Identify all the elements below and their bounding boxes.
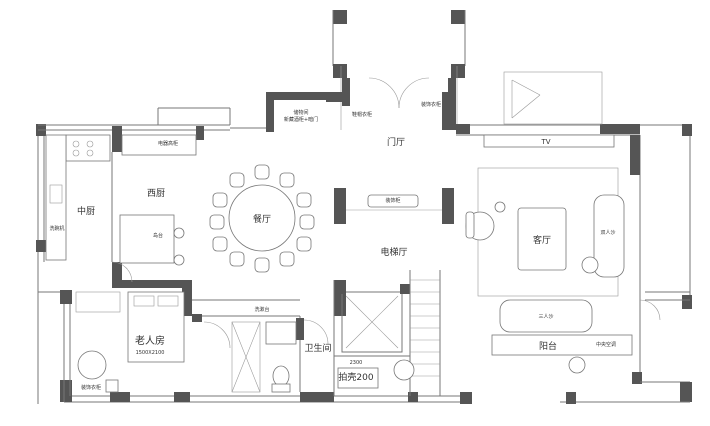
note-wash-cabinet: 洗碗机 (49, 225, 64, 232)
note-balcony-ac: 中央空调 (596, 341, 616, 348)
room-label-entrance: 门厅 (387, 136, 405, 148)
note-elevator-size: 2300 (350, 360, 363, 366)
note-washstand: 洗漱台 (254, 306, 269, 313)
note-wardrobe: 装饰衣柜 (81, 384, 101, 391)
note-elevator-label: 拍壳200 (338, 371, 373, 383)
note-shoe-cabinet-right: 装饰衣柜 (421, 101, 441, 108)
room-label-chinese-kitchen: 中厨 (77, 205, 95, 217)
note-triple-sofa: 三人沙 (538, 314, 553, 320)
room-label-elevator-hall: 电梯厅 (380, 246, 407, 258)
furniture (45, 71, 661, 393)
room-label-balcony: 阳台 (539, 340, 557, 352)
note-shoe-cabinet-left: 鞋帽衣柜 (352, 111, 372, 118)
walls (36, 10, 692, 404)
note-storage-room: 储物间 (293, 109, 308, 116)
note-double-sofa: 双人沙 (600, 230, 615, 236)
note-fridge-cabinet: 电器高柜 (158, 140, 178, 147)
note-decor-cabinet: 装饰柜 (385, 197, 400, 204)
room-label-living: 客厅 (533, 234, 551, 246)
room-labels: 门厅 西厨 中厨 餐厅 电梯厅 客厅 老人房 卫生间 阳台 (77, 136, 557, 354)
annotations: 鞋帽衣柜 装饰衣柜 储物间 新藏酒柜+暗门 电器高柜 岛台 洗碗机 装饰柜 洗漱… (49, 101, 616, 391)
note-storage-detail: 新藏酒柜+暗门 (284, 116, 318, 123)
room-label-elderly: 老人房 (135, 334, 165, 347)
note-bed-size: 1500X2100 (136, 350, 165, 356)
note-island: 岛台 (153, 232, 163, 239)
note-tv: TV (540, 138, 550, 146)
room-label-western-kitchen: 西厨 (147, 188, 165, 199)
room-label-dining: 餐厅 (253, 213, 271, 225)
room-label-bathroom: 卫生间 (304, 342, 331, 354)
